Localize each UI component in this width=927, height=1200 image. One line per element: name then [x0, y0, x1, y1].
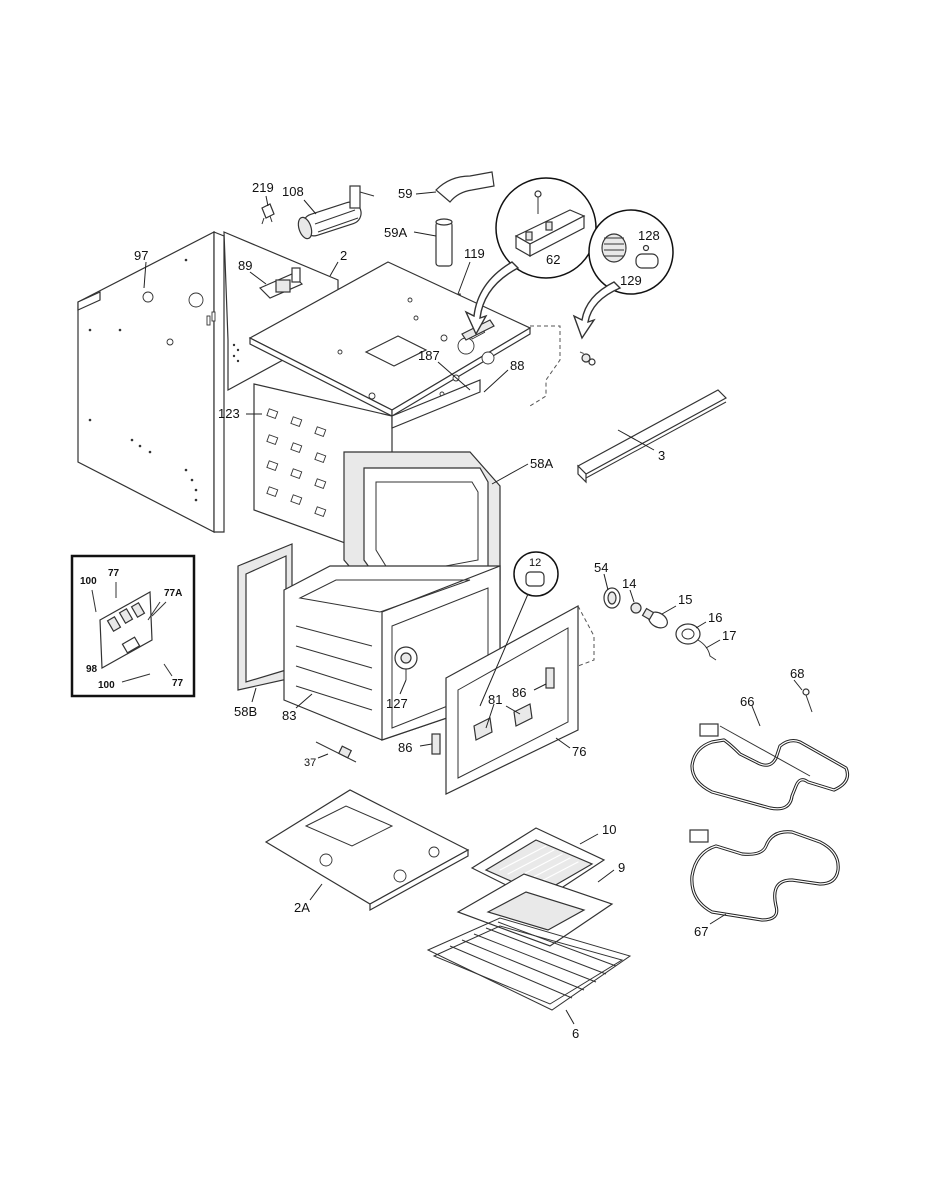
- callout-2: 2: [340, 248, 347, 263]
- callout-14: 14: [622, 576, 636, 591]
- arrow-to-light-socket: [572, 281, 622, 340]
- broil-pan-9: [456, 873, 614, 947]
- callout-88: 88: [510, 358, 524, 373]
- top-panel-2: [248, 261, 532, 418]
- leader-lines: [143, 191, 803, 1025]
- pin-68: [802, 688, 813, 713]
- light-wire-17: [697, 639, 717, 661]
- callout-59a: 59A: [384, 225, 407, 240]
- part-12-detail: [479, 551, 559, 707]
- control-board-inset: [70, 554, 196, 698]
- inset-callout-77a: 77A: [164, 588, 182, 599]
- callout-66: 66: [740, 694, 754, 709]
- callout-127: 127: [386, 696, 408, 711]
- callout-17: 17: [722, 628, 736, 643]
- side-panel-97: [77, 231, 225, 533]
- callout-37: 37: [304, 757, 316, 769]
- callout-62: 62: [546, 252, 560, 267]
- terminal-block-62-detail: [495, 177, 597, 279]
- switch-89: [258, 267, 304, 299]
- light-socket-129-detail: [588, 209, 674, 295]
- callout-6: 6: [572, 1026, 579, 1041]
- light-socket-installed: [581, 353, 596, 366]
- callout-16: 16: [708, 610, 722, 625]
- callout-108: 108: [282, 184, 304, 199]
- broil-element-67: [689, 829, 840, 922]
- callout-9: 9: [618, 860, 625, 875]
- inset-callout-77-bottom: 77: [172, 678, 184, 689]
- rail-3: [577, 389, 727, 484]
- callout-2a: 2A: [294, 900, 310, 915]
- tube-59a: [435, 218, 453, 267]
- inset-callout-100-bottom: 100: [98, 680, 115, 691]
- connector-219: [261, 203, 275, 225]
- oven-rack-6: [426, 917, 632, 1011]
- bottom-panel-2a: [264, 789, 470, 912]
- callout-83: 83: [282, 708, 296, 723]
- wrap-slots: [266, 408, 327, 518]
- callout-67: 67: [694, 924, 708, 939]
- light-socket-54: [603, 587, 621, 609]
- callout-68: 68: [790, 666, 804, 681]
- callout-12: 12: [529, 557, 541, 569]
- insulation-58a: [343, 451, 501, 601]
- callout-128: 128: [638, 228, 660, 243]
- light-lens-16: [675, 623, 701, 645]
- callout-labels: 219 108 59 59A 119 62 128 129 97 89 2 18…: [80, 180, 804, 1041]
- callout-129: 129: [620, 273, 642, 288]
- callout-3: 3: [658, 448, 665, 463]
- fan-127: [394, 646, 418, 680]
- callout-123: 123: [218, 406, 240, 421]
- callout-187: 187: [418, 348, 440, 363]
- light-gasket-14: [630, 602, 642, 614]
- callout-10: 10: [602, 822, 616, 837]
- callout-76: 76: [572, 744, 586, 759]
- callout-86-upper: 86: [512, 685, 526, 700]
- callout-219: 219: [252, 180, 274, 195]
- hinge-86-lower: [431, 733, 441, 755]
- callout-81: 81: [488, 692, 502, 707]
- inset-callout-98: 98: [86, 664, 98, 675]
- callout-86-lower: 86: [398, 740, 412, 755]
- callout-58b: 58B: [234, 704, 257, 719]
- callout-119: 119: [464, 246, 485, 261]
- inset-callout-100-top: 100: [80, 576, 97, 587]
- control-board-98: [99, 590, 153, 670]
- insulation-58b: [237, 543, 293, 691]
- callout-54: 54: [594, 560, 608, 575]
- light-bulb-15: [641, 607, 668, 629]
- callout-97: 97: [134, 248, 148, 263]
- callout-59: 59: [398, 186, 412, 201]
- callout-15: 15: [678, 592, 692, 607]
- hinge-86-upper: [545, 667, 555, 689]
- bake-element-66: [690, 723, 850, 811]
- duct-59: [435, 171, 495, 203]
- callout-89: 89: [238, 258, 252, 273]
- callout-58a: 58A: [530, 456, 553, 471]
- blower-108: [297, 185, 375, 240]
- arrow-to-terminal-block: [464, 261, 520, 336]
- sensor-37: [315, 741, 357, 763]
- inset-callout-77-top: 77: [108, 568, 120, 579]
